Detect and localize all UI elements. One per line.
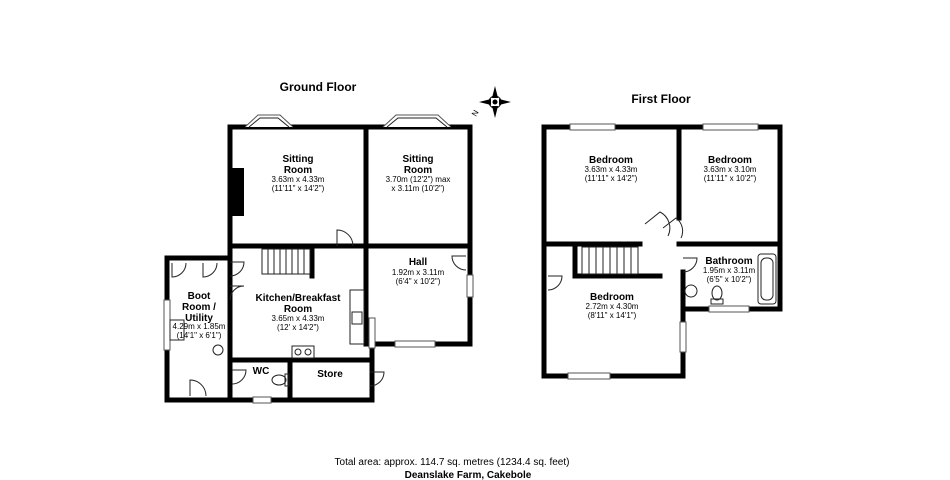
svg-text:(11'11" x 14'2"): (11'11" x 14'2") — [585, 174, 638, 183]
window — [702, 123, 759, 131]
window — [394, 340, 436, 348]
staircase — [581, 246, 639, 275]
window — [163, 299, 171, 351]
svg-text:Boot: Boot — [188, 291, 211, 302]
window — [569, 123, 616, 131]
utility-fittings — [169, 319, 224, 356]
svg-text:(11'11" x 14'2"): (11'11" x 14'2") — [272, 184, 325, 193]
svg-text:Bedroom: Bedroom — [708, 155, 752, 166]
svg-text:Room: Room — [284, 304, 312, 315]
bath — [757, 253, 777, 305]
svg-text:Room /: Room / — [182, 302, 216, 313]
svg-text:Utility: Utility — [185, 313, 213, 324]
property-name: Deanslake Farm, Cakebole — [405, 470, 532, 480]
svg-text:3.63m x 3.10m: 3.63m x 3.10m — [704, 165, 757, 174]
room-label-boot-room: Boot Room / Utility 4.29m x 1.85m (14'1"… — [173, 291, 226, 340]
ground-floor-outer-wall — [164, 124, 473, 403]
bay-window-inner — [248, 117, 290, 128]
svg-text:Sitting: Sitting — [402, 154, 433, 165]
svg-text:3.63m x 4.33m: 3.63m x 4.33m — [272, 175, 325, 184]
door-swing — [229, 285, 245, 301]
svg-text:(11'11" x 10'2"): (11'11" x 10'2") — [704, 174, 757, 183]
window — [252, 396, 272, 404]
svg-text:Kitchen/Breakfast: Kitchen/Breakfast — [255, 293, 341, 304]
svg-text:3.65m x 4.33m: 3.65m x 4.33m — [272, 314, 325, 323]
svg-text:(6'4" x 10'2"): (6'4" x 10'2") — [396, 277, 441, 286]
bay-window-inner — [386, 117, 448, 128]
room-label-kitchen: Kitchen/Breakfast Room 3.65m x 4.33m (12… — [255, 293, 341, 332]
svg-text:4.29m x 1.85m: 4.29m x 1.85m — [173, 322, 226, 331]
door-swing — [662, 217, 684, 239]
ground-floor-plan: Ground Floor — [163, 80, 474, 404]
door-swing — [644, 211, 671, 237]
door-swing — [229, 261, 245, 277]
svg-text:3.70m (12'2") max: 3.70m (12'2") max — [386, 175, 451, 184]
toilet — [710, 285, 724, 305]
door-swing — [369, 371, 385, 387]
svg-text:Sitting: Sitting — [282, 154, 313, 165]
door-swing — [451, 255, 467, 271]
door-swing — [682, 257, 698, 273]
bay-window — [382, 114, 452, 128]
room-label-bedroom-3: Bedroom 2.72m x 4.30m (8'11" x 14'1") — [586, 292, 639, 320]
window — [567, 372, 611, 380]
compass-icon — [479, 86, 511, 118]
room-label-hall: Hall 1.92m x 3.11m (6'4" x 10'2") — [392, 257, 445, 286]
room-label-sitting-room-2: Sitting Room 3.70m (12'2") max x 3.11m (… — [386, 154, 451, 193]
basin — [684, 284, 698, 298]
svg-text:3.63m x 4.33m: 3.63m x 4.33m — [585, 165, 638, 174]
door-swing — [189, 379, 207, 397]
svg-text:(8'11" x 14'1"): (8'11" x 14'1") — [588, 311, 637, 320]
door-swing — [202, 262, 218, 278]
room-label-bedroom-1: Bedroom 3.63m x 4.33m (11'11" x 14'2") — [585, 155, 638, 183]
total-area-text: Total area: approx. 114.7 sq. metres (12… — [335, 457, 570, 468]
kitchen-units — [291, 289, 365, 359]
compass-label: N — [470, 108, 481, 118]
staircase — [261, 248, 311, 275]
svg-text:(12' x 14'2"): (12' x 14'2") — [277, 323, 319, 332]
svg-text:Room: Room — [284, 165, 312, 176]
svg-text:Bedroom: Bedroom — [590, 292, 634, 303]
room-label-bathroom: Bathroom 1.95m x 3.11m (6'5" x 10'2") — [703, 256, 756, 284]
door-swing — [547, 275, 563, 291]
door-swing — [231, 369, 247, 385]
room-label-store: Store — [317, 369, 343, 380]
window — [679, 321, 687, 353]
svg-text:Hall: Hall — [409, 257, 428, 268]
svg-text:2.72m x 4.30m: 2.72m x 4.30m — [586, 302, 639, 311]
room-label-bedroom-2: Bedroom 3.63m x 3.10m (11'11" x 10'2") — [704, 155, 757, 183]
bay-window — [244, 114, 294, 128]
svg-text:x 3.11m (10'2"): x 3.11m (10'2") — [391, 184, 444, 193]
svg-text:Bathroom: Bathroom — [705, 256, 752, 267]
svg-text:Room: Room — [404, 165, 432, 176]
toilet — [271, 373, 290, 387]
door-swing — [336, 229, 354, 247]
room-label-sitting-room-1: Sitting Room 3.63m x 4.33m (11'11" x 14'… — [272, 154, 325, 193]
first-floor-title: First Floor — [631, 92, 691, 106]
svg-text:1.92m x 3.11m: 1.92m x 3.11m — [392, 268, 445, 277]
svg-text:1.95m x 3.11m: 1.95m x 3.11m — [703, 266, 756, 275]
window — [708, 305, 750, 313]
window — [466, 274, 474, 298]
room-label-wc: WC — [253, 366, 270, 377]
svg-text:(6'5" x 10'2"): (6'5" x 10'2") — [707, 275, 752, 284]
door-swing — [171, 262, 187, 278]
svg-text:(14'1" x 6'1"): (14'1" x 6'1") — [177, 331, 222, 340]
window — [368, 317, 376, 349]
ground-floor-title: Ground Floor — [280, 80, 357, 94]
svg-text:Bedroom: Bedroom — [589, 155, 633, 166]
first-floor-plan: First Floor — [541, 92, 783, 380]
chimney-breast — [230, 168, 244, 216]
